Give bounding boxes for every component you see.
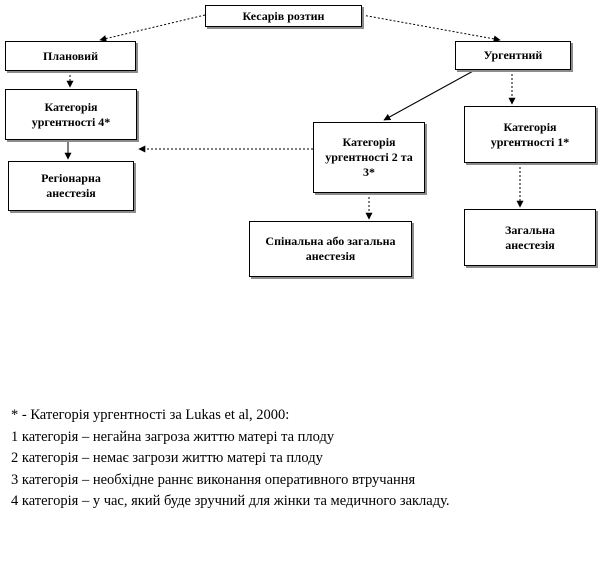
node-general: Загальна анестезія bbox=[464, 209, 596, 266]
node-general-label: Загальна анестезія bbox=[505, 222, 555, 252]
footnote-category-4: 4 категорія – у час, який буде зручний д… bbox=[11, 493, 450, 509]
edge-caesarean-to-urgent bbox=[361, 14, 501, 43]
node-spinal-or-general: Спінальна або загальна анестезія bbox=[249, 221, 412, 277]
footnote-category-3: 3 категорія – необхідне раннє виконання … bbox=[11, 471, 416, 488]
node-urgent: Ургентний bbox=[455, 41, 571, 70]
node-regional-label: Регіонарна анестезія bbox=[41, 171, 101, 200]
node-category4: Категорія ургентності 4* bbox=[5, 89, 137, 140]
edge-caesarean-to-planned bbox=[99, 14, 206, 42]
node-category23-label: Категорія ургентності 2 та 3* bbox=[325, 135, 413, 179]
node-urgent-label: Ургентний bbox=[483, 48, 543, 62]
node-planned-label: Плановий bbox=[43, 48, 98, 63]
footnote-category-1: 1 категорія – негайна загроза життю мате… bbox=[11, 428, 335, 445]
node-caesarean-label: Кесарів розтин bbox=[242, 8, 325, 23]
node-category23: Категорія ургентності 2 та 3* bbox=[313, 122, 425, 193]
edge-urgent-to-category23 bbox=[383, 69, 476, 121]
node-caesarean: Кесарів розтин bbox=[205, 5, 362, 27]
node-category4-label: Категорія ургентності 4* bbox=[31, 99, 111, 129]
node-category1: Категорія ургентності 1* bbox=[464, 106, 596, 163]
footnote-title: * - Категорія ургентності за Lukas et al… bbox=[11, 407, 290, 423]
node-category1-label: Категорія ургентності 1* bbox=[490, 119, 570, 149]
node-spinal-or-general-label: Спінальна або загальна анестезія bbox=[265, 234, 396, 263]
footnote-category-2: 2 категорія – немає загрози життю матері… bbox=[11, 450, 323, 466]
node-regional: Регіонарна анестезія bbox=[8, 161, 134, 211]
footnote: * - Категорія ургентності за Lukas et al… bbox=[11, 405, 601, 513]
node-planned: Плановий bbox=[5, 41, 136, 71]
